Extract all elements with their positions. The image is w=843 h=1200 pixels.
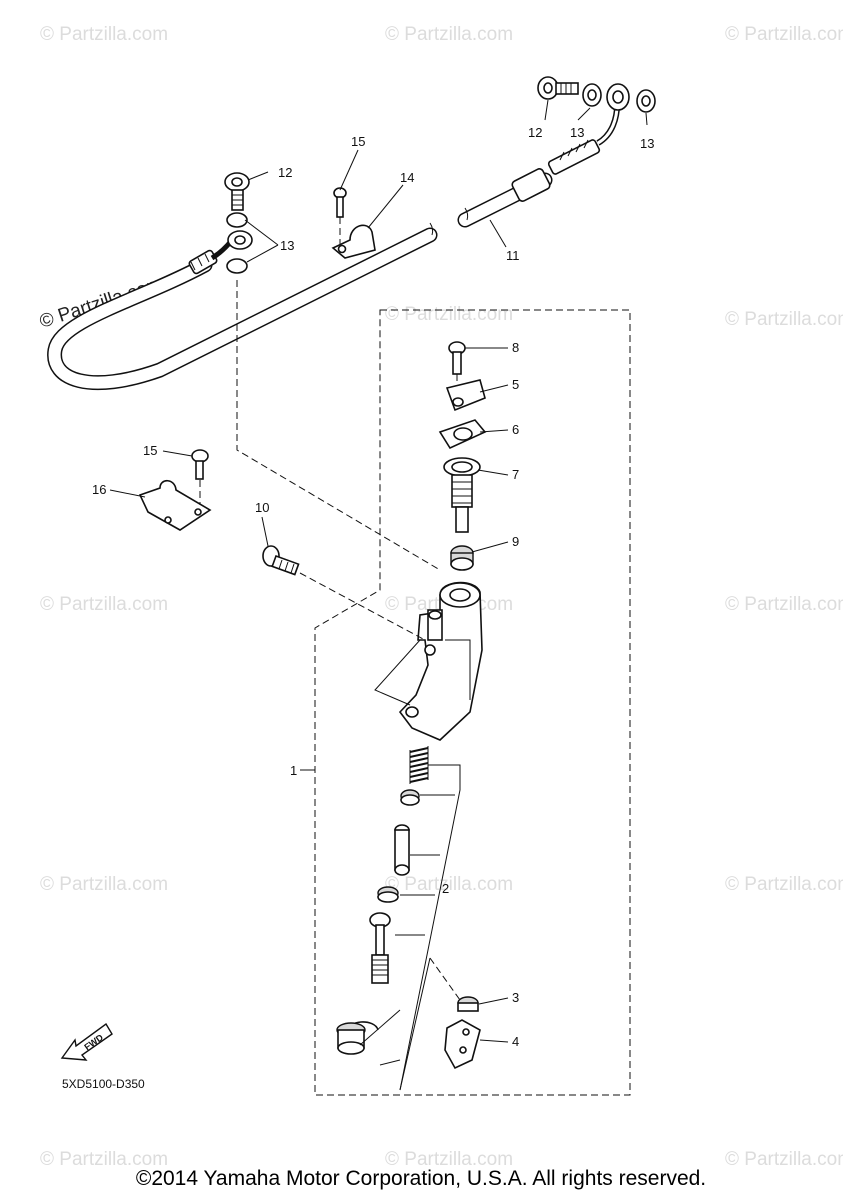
watermark: © Partzilla.com	[385, 24, 513, 45]
screw-15-left	[191, 449, 209, 480]
watermark: © Partzilla.com	[40, 594, 168, 615]
watermark: © Partzilla.com	[385, 1149, 513, 1170]
callout-16: 16	[92, 482, 106, 497]
fwd-arrow-icon: FWD	[60, 1022, 113, 1061]
watermark-dark: © Partzilla.com	[37, 273, 165, 333]
watermark: © Partzilla.com	[725, 874, 843, 895]
watermark: © Partzilla.com	[40, 874, 168, 895]
callout-7: 7	[512, 467, 519, 482]
hose-guide-14	[331, 224, 376, 259]
watermark: © Partzilla.com	[40, 24, 168, 45]
master-cylinder-assy-box	[314, 309, 631, 1096]
callout-2: 2	[442, 881, 449, 896]
callout-15: 15	[143, 443, 157, 458]
master-cylinder-body	[398, 581, 483, 741]
cup-seal-upper	[400, 789, 420, 806]
callout-10: 10	[255, 500, 269, 515]
callout-13: 13	[640, 136, 654, 151]
spring	[409, 746, 429, 784]
clevis-4	[444, 1019, 481, 1070]
union-bolt-top	[537, 76, 579, 100]
watermark: © Partzilla.com	[725, 1149, 843, 1170]
watermark: © Partzilla.com	[385, 874, 513, 895]
watermark: © Partzilla.com	[40, 1149, 168, 1170]
bolt-10	[262, 545, 300, 576]
hose-clamp-16	[138, 479, 212, 531]
watermark: © Partzilla.com	[385, 304, 513, 325]
callout-12: 12	[528, 125, 542, 140]
nut-3	[457, 996, 479, 1012]
grommet-9	[450, 545, 474, 571]
watermark: © Partzilla.com	[725, 309, 843, 330]
washer-13	[226, 258, 248, 274]
callout-8: 8	[512, 340, 519, 355]
callout-6: 6	[512, 422, 519, 437]
copyright-notice: ©2014 Yamaha Motor Corporation, U.S.A. A…	[136, 1167, 706, 1190]
piston	[394, 824, 410, 876]
callout-14: 14	[400, 170, 414, 185]
callout-4: 4	[512, 1034, 519, 1049]
kit-bracket-lines	[300, 764, 461, 1091]
leader-lines	[109, 99, 648, 1043]
callout-13: 13	[280, 238, 294, 253]
cap-plate-6	[438, 419, 487, 450]
boot	[336, 1022, 366, 1055]
callout-12: 12	[278, 165, 292, 180]
brake-hose	[47, 99, 621, 391]
cup-seal-lower	[377, 886, 399, 903]
push-rod	[369, 912, 391, 984]
screw-8	[448, 341, 466, 375]
callouts: 12 13 13 12 13 15 14 11 8 5 6 7 9 15 16 …	[92, 125, 654, 1049]
diagram-code: 5XD5100-D350	[62, 1077, 145, 1091]
callout-11: 11	[506, 248, 520, 263]
callout-15: 15	[351, 134, 365, 149]
callout-3: 3	[512, 990, 519, 1005]
screw-15-top	[333, 187, 347, 218]
callout-5: 5	[512, 377, 519, 392]
watermark: © Partzilla.com	[725, 24, 843, 45]
callout-13: 13	[570, 125, 584, 140]
union-bolt-left	[224, 172, 250, 211]
diaphragm-7	[443, 457, 481, 533]
callout-9: 9	[512, 534, 519, 549]
callout-1: 1	[290, 763, 297, 778]
watermark: © Partzilla.com	[725, 594, 843, 615]
washer-13	[226, 212, 248, 228]
reservoir-cap-5	[445, 379, 486, 412]
